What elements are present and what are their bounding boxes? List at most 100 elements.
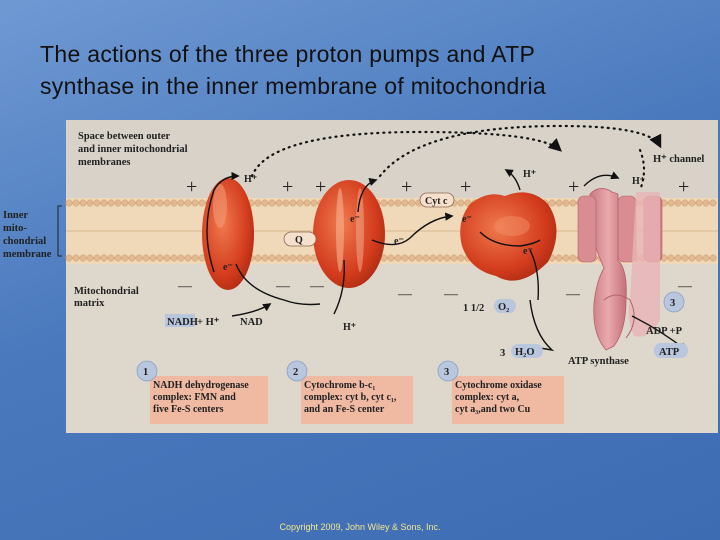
lipid-head xyxy=(191,199,199,207)
lipid-head xyxy=(436,254,444,262)
lipid-head xyxy=(170,199,178,207)
lipid-head xyxy=(289,254,297,262)
title-line-2: synthase in the inner membrane of mitoch… xyxy=(40,73,547,99)
minus-sign: — xyxy=(177,279,193,294)
lipid-head xyxy=(191,254,199,262)
half-o2-label: 1 1/2 xyxy=(463,303,484,314)
lipid-head xyxy=(128,199,136,207)
nadh-h-label: + H⁺ xyxy=(197,317,220,328)
complex-2-number: 2 xyxy=(293,367,298,378)
lipid-head xyxy=(177,254,185,262)
minus-sign: — xyxy=(275,279,291,294)
proton-arrow-complex-2 xyxy=(333,259,345,315)
electron-path-3 xyxy=(479,231,541,247)
minus-sign: — xyxy=(565,287,581,302)
lipid-head xyxy=(65,254,73,262)
lipid-head xyxy=(268,254,276,262)
q-carrier xyxy=(283,231,317,247)
lipid-head xyxy=(156,199,164,207)
lipid-head xyxy=(261,199,269,207)
lipid-head xyxy=(387,199,395,207)
lipid-head xyxy=(100,254,108,262)
h-plus-label: H⁺ xyxy=(632,176,645,187)
electron-label: e⁻ xyxy=(223,262,233,273)
lipid-head xyxy=(72,254,80,262)
adp-p-label: ADP +P xyxy=(646,326,683,337)
step-number-synthase: 3 xyxy=(670,298,675,309)
lipid-head xyxy=(408,254,416,262)
lipid-head xyxy=(408,199,416,207)
complex-2-line-2: complex: cyt b, cyt c₁, xyxy=(304,392,397,403)
lipid-head xyxy=(681,254,689,262)
lipid-head xyxy=(303,254,311,262)
lipid-head xyxy=(709,254,717,262)
lipid-head xyxy=(184,254,192,262)
electron-label: e⁻ xyxy=(394,236,404,247)
lipid-head xyxy=(79,199,87,207)
lipid-head xyxy=(443,254,451,262)
lipid-head xyxy=(387,254,395,262)
lipid-head xyxy=(674,254,682,262)
complex-3-protein xyxy=(460,192,557,281)
lipid-head xyxy=(555,199,563,207)
lipid-head xyxy=(275,199,283,207)
nadh-arrow xyxy=(231,303,272,317)
lipid-head xyxy=(149,199,157,207)
lipid-head xyxy=(93,254,101,262)
minus-sign: — xyxy=(443,287,459,302)
minus-sign: — xyxy=(309,279,325,294)
complex-3-line-2: complex: cyt a, xyxy=(455,392,520,403)
lipid-head xyxy=(170,254,178,262)
h-plus-label: H⁺ xyxy=(523,169,536,180)
lipid-head xyxy=(394,199,402,207)
complex-2-line-3: and an Fe-S center xyxy=(304,404,385,415)
nad-label: NAD xyxy=(240,317,263,328)
lipid-head xyxy=(667,254,675,262)
matrix-label-2: matrix xyxy=(74,298,105,309)
electron-label: e⁻ xyxy=(350,214,360,225)
cyt-c-carrier xyxy=(419,192,455,208)
atp-synthase-protein xyxy=(577,188,663,351)
lipid-head xyxy=(65,199,73,207)
slide-title: The actions of the three proton pumps an… xyxy=(40,38,680,102)
lipid-head xyxy=(135,199,143,207)
lipid-head xyxy=(135,254,143,262)
lipid-head xyxy=(702,199,710,207)
lipid-head xyxy=(282,254,290,262)
lipid-head xyxy=(254,199,262,207)
lipid-head xyxy=(107,254,115,262)
lipid-head xyxy=(709,199,717,207)
step-circle-synthase xyxy=(663,291,685,313)
lipid-head xyxy=(184,199,192,207)
lipid-head xyxy=(72,199,80,207)
lipid-head xyxy=(394,254,402,262)
inner-membrane-label-3: chondrial xyxy=(3,236,46,247)
lipid-head xyxy=(303,199,311,207)
lipid-head xyxy=(114,254,122,262)
lipid-head xyxy=(667,199,675,207)
electron-path-1 xyxy=(235,263,321,306)
lipid-head xyxy=(254,254,262,262)
electron-path-2 xyxy=(371,212,454,246)
lipid-head xyxy=(562,199,570,207)
complex-2-line-1: Cytochrome b-c₁ xyxy=(304,380,375,391)
lipid-head xyxy=(296,199,304,207)
complex-1-line-3: five Fe-S centers xyxy=(153,404,224,415)
electron-label: e⁻ xyxy=(523,246,533,257)
copyright-notice: Copyright 2009, John Wiley & Sons, Inc. xyxy=(279,522,441,532)
h-plus-label: H⁺ xyxy=(343,322,356,333)
membrane-bracket xyxy=(57,205,62,257)
lipid-head xyxy=(275,254,283,262)
lipid-head xyxy=(450,254,458,262)
oxygen-to-water-arrow xyxy=(529,299,555,352)
intermembrane-space xyxy=(66,120,718,198)
minus-sign: — xyxy=(397,287,413,302)
o2-label: O₂ xyxy=(498,302,509,313)
lipid-head xyxy=(569,254,577,262)
inner-membrane-label-2: mito- xyxy=(3,223,27,234)
plus-sign: + xyxy=(282,176,293,198)
complex-1-number: 1 xyxy=(143,367,148,378)
lipid-head xyxy=(548,199,556,207)
complex-3-box: 3 Cytochrome oxidase complex: cyt a, cyt… xyxy=(437,360,564,424)
